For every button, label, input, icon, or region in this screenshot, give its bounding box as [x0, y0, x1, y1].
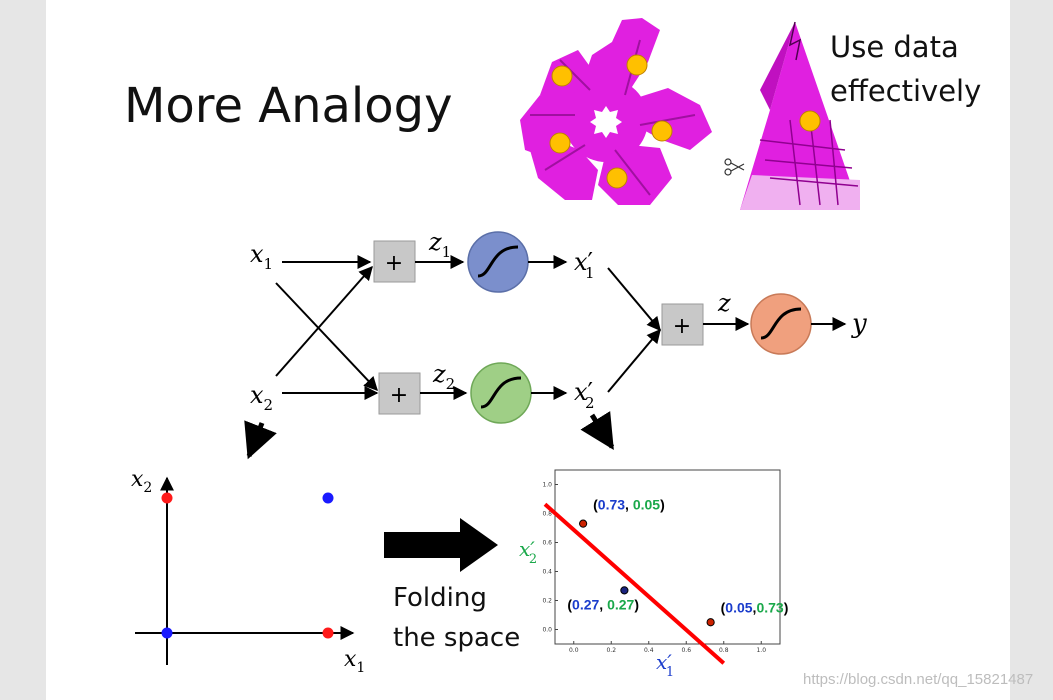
data-point-1: [620, 586, 629, 595]
side-note: Use data effectively: [830, 25, 981, 113]
chart-x-label: x′1: [656, 650, 674, 680]
watermark: https://blog.csdn.net/qq_15821487: [803, 671, 1034, 688]
folded-cone-picture: [724, 21, 860, 210]
sum-symbol-out: +: [673, 314, 691, 339]
input-point-2: [161, 492, 173, 504]
x-tick-label-0: 0.0: [569, 647, 579, 654]
hidden-neuron-2: [470, 362, 532, 424]
x-tick-label-5: 1.0: [756, 647, 766, 654]
sum-box-out: [661, 303, 704, 346]
data-point-2: [706, 618, 715, 627]
data-label-0: (0.73, 0.05): [593, 497, 665, 513]
output-neuron: [750, 293, 812, 355]
fold-label-line-1: Folding: [393, 583, 487, 613]
x-tick-label-1: 0.2: [606, 647, 616, 654]
y-tick-label-3: 0.6: [542, 540, 552, 547]
input-point-3: [322, 627, 334, 639]
x-tick-label-2: 0.4: [644, 647, 654, 654]
input-space-y-label: x2: [131, 467, 152, 496]
chart-ticks: 0.0 0.2 0.4 0.6 0.8 1.0 0.0 0.2 0.4 0.6 0.8 1.0: [542, 482, 766, 655]
y-tick-label-5: 1.0: [542, 482, 552, 489]
input-x1-label: x1: [250, 240, 273, 273]
data-label-2: (0.05,0.73): [721, 599, 789, 615]
input-point-1: [322, 492, 334, 504]
folded-flower-picture: [520, 18, 712, 205]
chart-frame: [554, 469, 781, 645]
y-tick-label-2: 0.4: [542, 569, 552, 576]
hidden-neuron-1: [467, 231, 529, 293]
x-tick-label-3: 0.6: [681, 647, 691, 654]
y-tick-label-1: 0.2: [542, 598, 552, 605]
side-note-line-1: Use data: [830, 30, 959, 64]
x-tick-label-4: 0.8: [719, 647, 729, 654]
y-tick-label-0: 0.0: [542, 627, 552, 634]
data-label-1: (0.27, 0.27): [567, 596, 639, 612]
input-space-x-label: x1: [344, 647, 365, 676]
slide-title: More Analogy: [124, 78, 453, 134]
chart-y-label: x′2: [519, 537, 537, 567]
input-space-points: [161, 492, 334, 639]
output-y-label: y: [851, 309, 867, 339]
input-x2-label: x2: [250, 381, 273, 414]
data-point-0: [579, 519, 588, 528]
z1-label: z1: [428, 228, 451, 261]
input-point-0: [161, 627, 173, 639]
folded-space-chart: 0.0 0.2 0.4 0.6 0.8 1.0 0.0 0.2 0.4 0.6 0.8 1.0 (0.…: [519, 469, 789, 680]
sum-symbol-1: +: [385, 251, 403, 276]
decision-boundary-line: [543, 502, 726, 665]
z2-label: z2: [432, 360, 455, 393]
input-space-plot: x2 x1: [131, 467, 365, 676]
chart-marks: (0.73, 0.05) (0.27, 0.27) (0.05,0.73): [543, 497, 789, 665]
y-tick-label-4: 0.8: [542, 511, 552, 518]
network-diagram: x1 x2 + + z1 z2 x′1 x′2: [244, 228, 867, 460]
hidden-out-1-label: x′1: [574, 248, 595, 282]
sum-symbol-2: +: [390, 383, 408, 408]
side-note-line-2: effectively: [830, 74, 982, 108]
fold-arrow: [384, 518, 498, 572]
scissors-icon: [724, 158, 745, 176]
z-final-label: z: [717, 289, 731, 317]
fold-label: Folding the space: [393, 578, 520, 658]
hidden-out-2-label: x′2: [574, 378, 595, 412]
fold-label-line-2: the space: [393, 623, 521, 653]
